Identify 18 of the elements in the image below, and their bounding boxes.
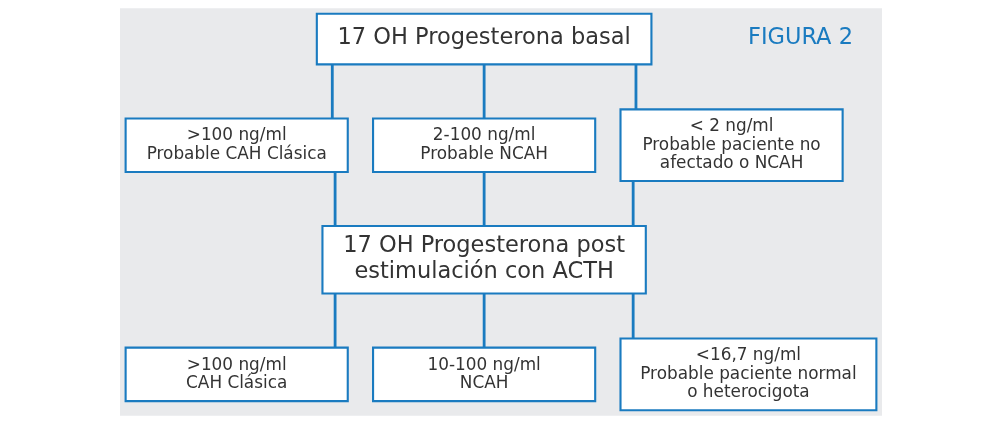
connector — [333, 293, 336, 348]
node-box: >100 ng/ml CAH Clásica — [124, 346, 349, 403]
connector — [634, 64, 637, 110]
connector — [330, 64, 334, 119]
connector — [333, 172, 336, 226]
node-box: 17 OH Progesterona basal — [315, 12, 652, 66]
connector — [482, 293, 486, 348]
node-box: <16,7 ng/ml Probable paciente normal o heterocigota — [618, 337, 877, 412]
node-box: 2-100 ng/ml Probable NCAH — [371, 117, 596, 173]
label: FIGURA 2 — [747, 23, 853, 50]
node-box: < 2 ng/ml Probable paciente no afectado o NCAH — [618, 108, 844, 183]
node-box: >100 ng/ml Probable CAH Clásica — [124, 117, 349, 173]
node-box: 17 OH Progesterona post estimulación con ACTH — [320, 225, 647, 295]
connector — [482, 172, 486, 226]
connector — [631, 293, 635, 339]
connector — [631, 181, 635, 226]
node-box: 10-100 ng/ml NCAH — [371, 346, 596, 403]
connector — [482, 64, 486, 119]
